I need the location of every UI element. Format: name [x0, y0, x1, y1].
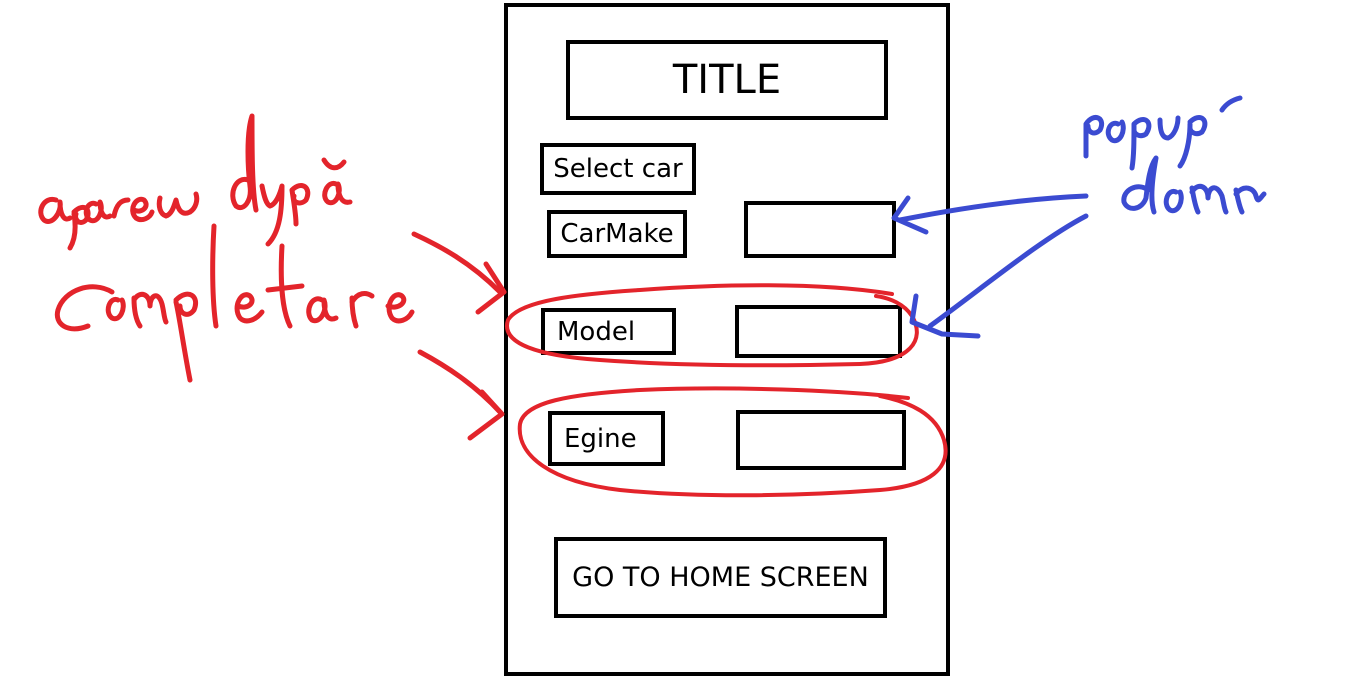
engine-label-text: Egine	[564, 423, 637, 454]
model-dropdown[interactable]	[735, 305, 902, 358]
engine-dropdown[interactable]	[736, 410, 906, 470]
left-handwritten-note	[38, 113, 507, 441]
go-to-home-screen-button[interactable]: GO TO HOME SCREEN	[554, 537, 887, 618]
carmake-dropdown[interactable]	[744, 201, 896, 258]
model-label-text: Model	[557, 316, 636, 347]
select-car-label: Select car	[540, 143, 696, 195]
home-button-label: GO TO HOME SCREEN	[572, 562, 869, 593]
select-car-text: Select car	[553, 154, 683, 184]
engine-label: Egine	[548, 411, 665, 466]
page-title-text: TITLE	[672, 57, 782, 103]
carmake-label-text: CarMake	[560, 219, 674, 249]
page-title: TITLE	[566, 40, 888, 120]
carmake-label: CarMake	[547, 210, 687, 258]
model-label: Model	[541, 308, 676, 355]
